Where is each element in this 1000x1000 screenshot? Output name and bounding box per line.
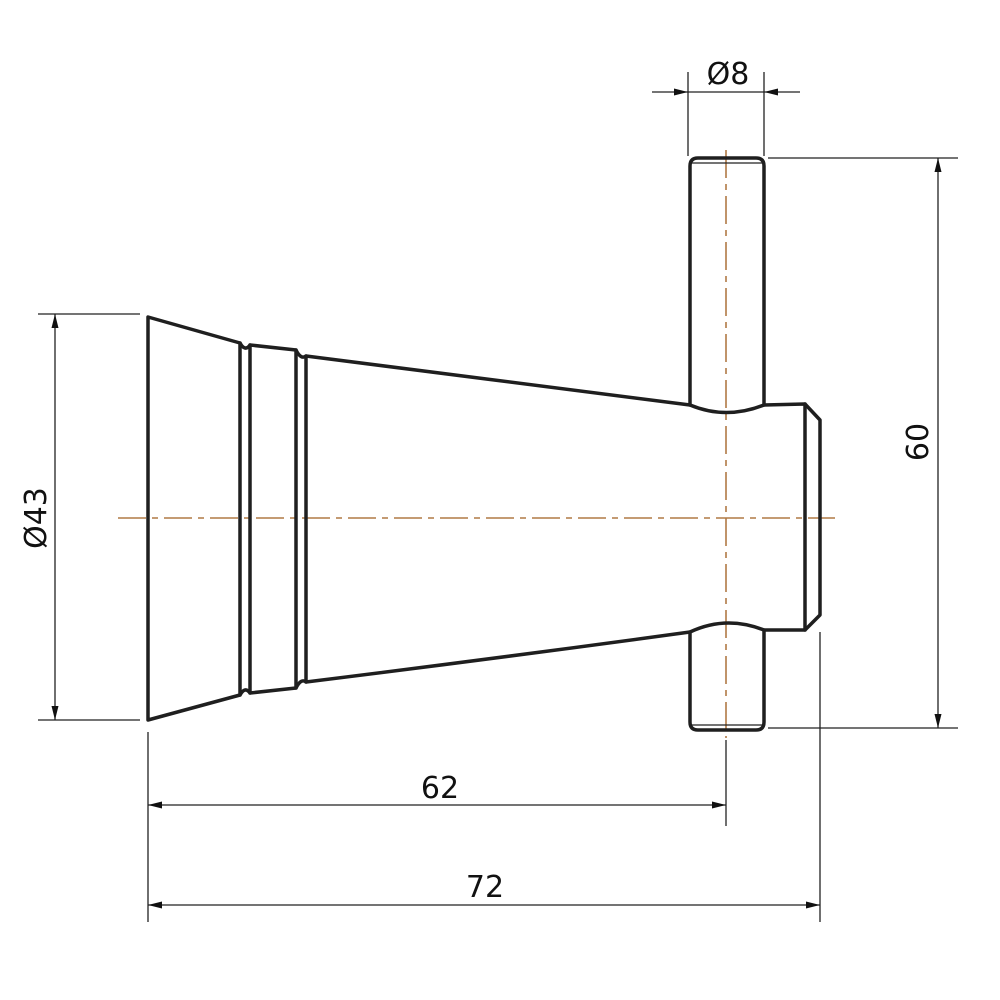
overall-length-label: 72	[466, 870, 504, 905]
dimension-base-diameter: Ø43	[19, 313, 140, 721]
dimension-overall-height: 60	[768, 157, 958, 729]
hook-body	[146, 315, 822, 722]
dimension-overall-length: 72	[148, 632, 821, 922]
pin-position-label: 62	[421, 771, 459, 806]
pin	[688, 156, 766, 732]
overall-height-label: 60	[901, 423, 936, 461]
pin-diameter-label: Ø8	[707, 57, 750, 92]
dimension-pin-diameter: Ø8	[652, 57, 800, 156]
base-diameter-label: Ø43	[19, 487, 54, 549]
dimension-pin-position: 62	[147, 732, 727, 922]
